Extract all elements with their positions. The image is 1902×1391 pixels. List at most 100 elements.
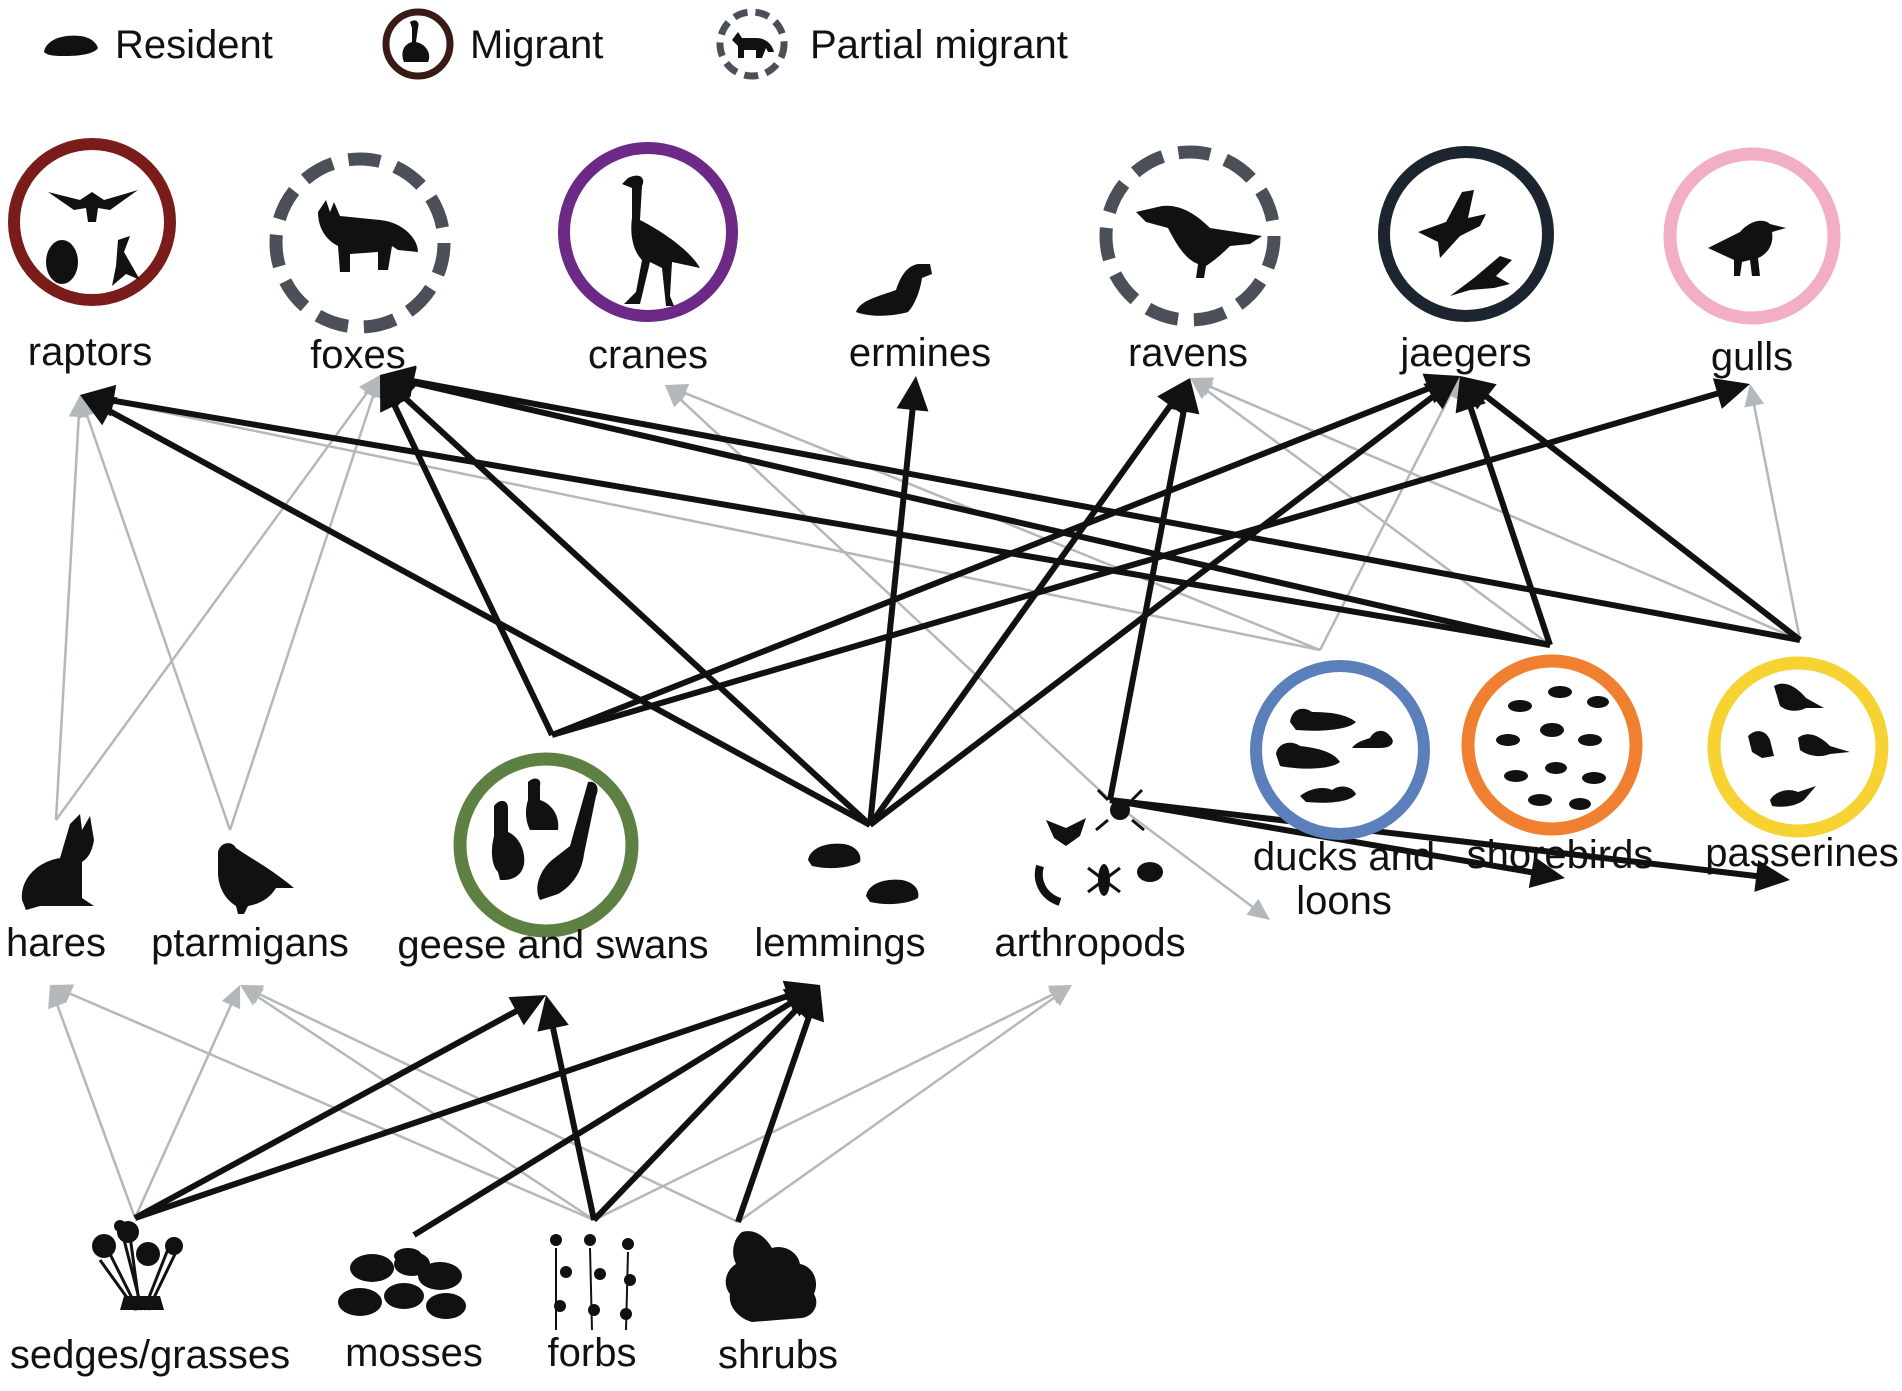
label-ducks-loons-line2: loons <box>1296 879 1392 923</box>
link-lemmings-to-ermines <box>867 395 917 826</box>
link-sedges-to-lemmings <box>134 988 802 1221</box>
legend-migrant-icon <box>382 8 454 80</box>
link-arthropods-to-passerines <box>1109 797 1771 881</box>
node-foxes: foxes <box>269 152 451 377</box>
arrowhead-geese_swans-to-jaegers <box>1422 373 1460 404</box>
link-lemmings-to-jaegers <box>868 385 1446 828</box>
node-shorebirds: shorebirds <box>1461 654 1653 877</box>
arrowhead-forbs-to-lemmings <box>784 985 820 1021</box>
node-ptarmigans: ptarmigans <box>151 843 349 965</box>
node-arthropods: arthropods <box>994 788 1186 965</box>
label-passerines: passerines <box>1705 831 1898 875</box>
link-sedges-to-ptarmigans <box>133 996 236 1219</box>
link-geese_swans-to-gulls <box>551 386 1732 738</box>
node-shrubs: shrubs <box>718 1231 838 1377</box>
arrowhead-arthropods-to-passerines <box>1754 860 1790 892</box>
link-forbs-to-hares <box>61 989 595 1222</box>
forb-icon <box>550 1234 636 1331</box>
arrowhead-lemmings-to-ermines <box>896 376 929 412</box>
link-shorebirds-to-ravens <box>1199 384 1551 647</box>
label-foxes: foxes <box>310 333 406 377</box>
passerine-icon <box>1748 683 1850 807</box>
link-shrubs-to-arthropods <box>737 991 1062 1224</box>
node-raptors: raptors <box>8 138 176 374</box>
arrowhead-shrubs-to-ptarmigans <box>240 985 265 1004</box>
legend-resident-icon <box>44 35 98 56</box>
link-mosses-to-lemmings <box>412 993 805 1238</box>
weak-links <box>48 375 1802 1224</box>
label-arthropods: arthropods <box>994 921 1185 965</box>
link-lemmings-to-ravens <box>867 392 1181 827</box>
link-shrubs-to-ptarmigans <box>251 989 739 1224</box>
jaeger-icon <box>1418 190 1512 296</box>
arrowhead-shrubs-to-lemmings <box>793 985 825 1023</box>
ermine-icon <box>856 264 932 316</box>
legend-partial-label: Partial migrant <box>810 23 1068 67</box>
legend-resident-label: Resident <box>115 23 273 67</box>
arrowhead-forbs-to-hares <box>50 984 75 1003</box>
link-forbs-to-ptarmigans <box>250 991 595 1222</box>
label-ptarmigans: ptarmigans <box>151 921 349 965</box>
fox-icon <box>318 200 418 272</box>
node-hares: hares <box>6 814 106 965</box>
node-cranes: cranes <box>558 142 738 377</box>
arrowhead-arthropods-to-ducks_loons <box>1246 898 1270 920</box>
label-gulls: gulls <box>1711 335 1793 379</box>
duck-icon <box>1276 708 1393 803</box>
link-hares-to-foxes <box>54 384 374 821</box>
link-sedges-to-hares <box>53 996 137 1219</box>
link-forbs-to-geese_swans <box>547 1014 597 1221</box>
node-forbs: forbs <box>548 1234 637 1375</box>
crane-icon <box>622 175 700 306</box>
link-passerines-to-gulls <box>1751 396 1802 641</box>
arrowhead-ptarmigans-to-foxes <box>363 375 383 400</box>
shorebird-icon <box>1496 686 1609 810</box>
node-ravens: ravens <box>1099 145 1281 375</box>
sedge-icon <box>92 1220 183 1311</box>
legend-partial-icon <box>716 8 788 80</box>
label-cranes: cranes <box>588 333 708 377</box>
arrowhead-sedges-to-geese_swans <box>508 995 546 1026</box>
arrowhead-passerines-to-gulls <box>1744 384 1765 408</box>
arrowhead-geese_swans-to-gulls <box>1712 378 1750 409</box>
node-sedges: sedges/grasses <box>10 1220 290 1377</box>
label-geese-swans: geese and swans <box>397 923 708 967</box>
lemming-icon <box>808 843 919 905</box>
goose-icon <box>491 778 598 900</box>
arrowhead-sedges-to-ptarmigans <box>221 985 241 1010</box>
arthropod-icon <box>1034 788 1163 906</box>
raptor-icon <box>46 190 140 286</box>
node-geese-swans: geese and swans <box>397 752 709 967</box>
moss-icon <box>338 1248 466 1319</box>
link-arthropods-to-ducks_loons <box>1109 799 1261 914</box>
link-shorebirds-to-raptors <box>99 395 1551 648</box>
link-ducks_loons-to-jaegers <box>1318 387 1456 651</box>
link-lemmings-to-raptors <box>96 402 872 828</box>
label-ermines: ermines <box>849 331 991 375</box>
node-gulls: gulls <box>1663 147 1841 379</box>
arrowhead-passerines-to-jaegers <box>1460 376 1497 410</box>
legend-migrant-label: Migrant <box>470 23 603 67</box>
arrowhead-arthropods-to-shorebirds <box>1528 856 1565 889</box>
link-passerines-to-jaegers <box>1474 386 1802 643</box>
link-ptarmigans-to-raptors <box>83 407 232 831</box>
link-arthropods-to-ravens <box>1107 397 1190 801</box>
label-raptors: raptors <box>28 330 153 374</box>
arrowhead-passerines-to-ravens <box>1190 377 1215 396</box>
link-ducks_loons-to-raptors <box>92 396 1321 652</box>
arrowhead-passerines-to-foxes <box>380 365 417 397</box>
label-sedges: sedges/grasses <box>10 1333 290 1377</box>
link-hares-to-raptors <box>54 408 81 821</box>
link-sedges-to-geese_swans <box>133 1002 530 1221</box>
label-mosses: mosses <box>345 1331 483 1375</box>
label-forbs: forbs <box>548 1331 637 1375</box>
raven-icon <box>1136 205 1262 278</box>
arrowhead-ptarmigans-to-raptors <box>77 395 97 420</box>
shrub-icon <box>725 1231 817 1322</box>
link-passerines-to-foxes <box>399 375 1801 643</box>
link-passerines-to-ravens <box>1201 382 1801 642</box>
link-ptarmigans-to-foxes <box>228 387 378 831</box>
node-ermines: ermines <box>849 264 991 375</box>
node-passerines: passerines <box>1705 656 1899 875</box>
